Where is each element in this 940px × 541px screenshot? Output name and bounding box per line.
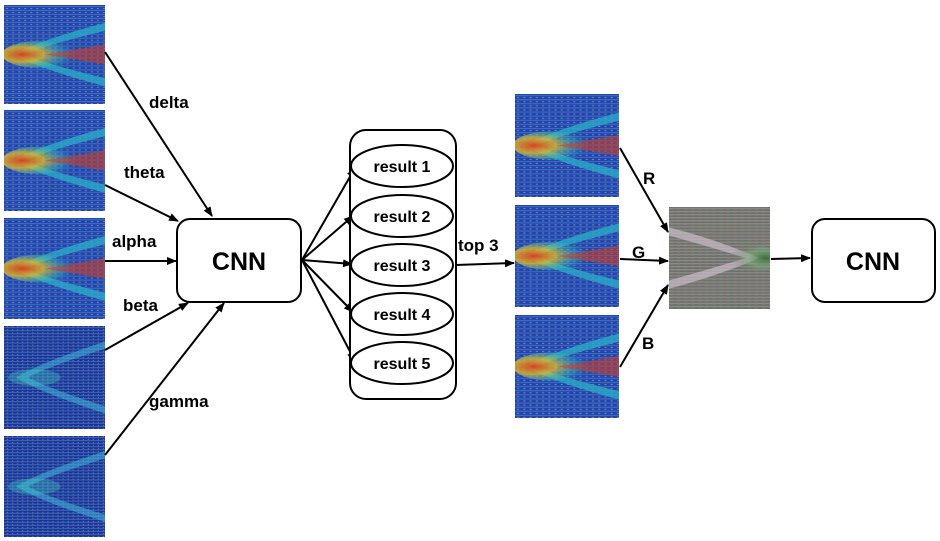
result-label: result 4 bbox=[374, 307, 431, 324]
band-label-delta: delta bbox=[149, 93, 189, 112]
result-label: result 2 bbox=[374, 209, 431, 226]
channel-label-b: B bbox=[642, 334, 654, 353]
final-arrow bbox=[770, 254, 811, 263]
top3-label: top 3 bbox=[458, 236, 499, 255]
result-label: result 1 bbox=[374, 159, 431, 176]
rgb-composite-image bbox=[669, 207, 770, 309]
scalogram-beta bbox=[4, 326, 105, 429]
result-item: result 3 bbox=[350, 243, 454, 287]
cnn-block: CNN bbox=[176, 218, 302, 303]
band-label-alpha: alpha bbox=[112, 232, 157, 251]
final-cnn-block: CNN bbox=[811, 218, 936, 303]
band-arrows bbox=[104, 51, 225, 456]
top3-connector: top 3 bbox=[455, 236, 515, 268]
channel-arrows bbox=[619, 147, 669, 368]
result-item: result 2 bbox=[350, 194, 454, 238]
cnn-label: CNN bbox=[212, 248, 266, 276]
channel-label-r: R bbox=[643, 169, 655, 188]
band-label-beta: beta bbox=[123, 296, 159, 315]
channel-labels: R G B bbox=[632, 169, 655, 353]
results-panel: result 1 result 2 result 3 result 4 resu… bbox=[349, 129, 457, 400]
result-label: result 5 bbox=[374, 356, 431, 373]
scalogram-g bbox=[515, 205, 619, 307]
scalogram-delta bbox=[4, 5, 105, 104]
band-label-gamma: gamma bbox=[149, 392, 209, 411]
band-scalograms bbox=[4, 5, 105, 537]
scalogram-alpha bbox=[4, 218, 105, 319]
result-item: result 4 bbox=[350, 292, 454, 336]
result-item: result 5 bbox=[350, 341, 454, 385]
result-label: result 3 bbox=[374, 258, 431, 275]
scalogram-gamma bbox=[4, 436, 105, 537]
scalogram-theta bbox=[4, 110, 105, 211]
scalogram-r bbox=[515, 94, 619, 197]
channel-label-g: G bbox=[632, 243, 645, 262]
final-cnn-label: CNN bbox=[846, 248, 900, 276]
result-item: result 1 bbox=[350, 144, 454, 188]
band-label-theta: theta bbox=[124, 163, 165, 182]
top3-scalograms bbox=[515, 94, 619, 418]
result-arrows bbox=[301, 167, 356, 362]
band-labels: delta theta alpha beta gamma bbox=[112, 93, 209, 411]
scalogram-b bbox=[515, 315, 619, 418]
